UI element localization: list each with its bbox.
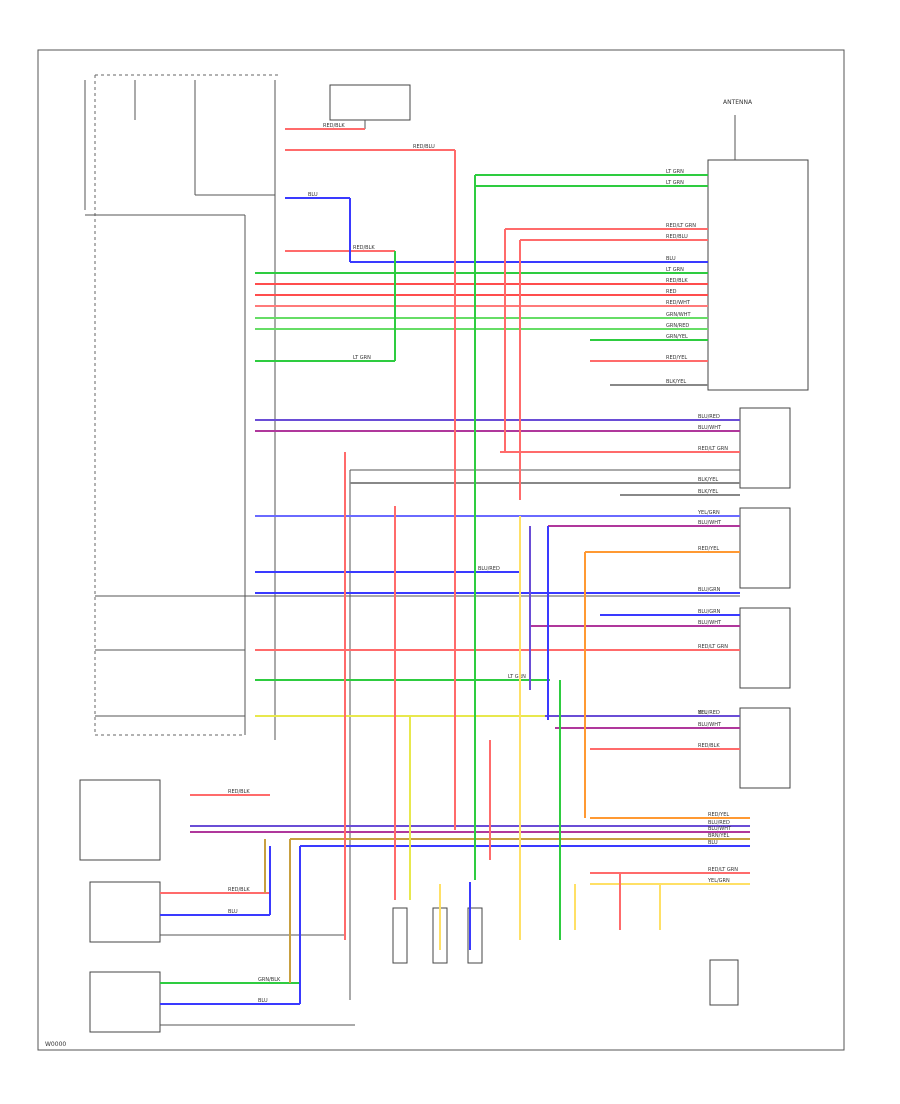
wire-h-label-18: BLK/YEL xyxy=(698,477,718,483)
antenna-label: ANTENNA xyxy=(723,99,753,106)
wire-h-label-13: RED/YEL xyxy=(666,355,687,361)
wire-h-label-33: RED/BLK xyxy=(228,789,250,795)
wire-h-label-1: LT GRN xyxy=(666,180,684,186)
wire-h-label-23: BLU/RED xyxy=(478,566,500,572)
wire-h-label-42: BLU xyxy=(228,909,238,915)
wire-h-label-40: YEL/GRN xyxy=(707,878,730,884)
wire-h-label-43: GRN/BLK xyxy=(258,977,281,983)
wire-h-label-37: BRN/YEL xyxy=(708,833,730,839)
wire-h-label-16: BLU/WHT xyxy=(698,425,722,431)
horizontal-wires: LT GRN LT GRN RED/LT GRN RED/BLU BLU LT GRN RE… xyxy=(160,123,750,1005)
wire-h-label-30: BLU/RED xyxy=(698,710,720,716)
wire-h-label-47: BLU xyxy=(308,192,318,198)
fuse-block xyxy=(84,74,280,740)
wire-h-label-22: RED/YEL xyxy=(698,546,719,552)
wire-h-label-34: RED/YEL xyxy=(708,812,729,818)
wire-h-label-5: LT GRN xyxy=(666,267,684,273)
ground-lines xyxy=(95,469,740,1000)
wire-h-label-7: RED xyxy=(666,289,677,295)
lower-left-modules xyxy=(79,779,355,1033)
wire-h-label-28: LT GRN xyxy=(508,674,526,680)
wire-h-label-9: GRN/WHT xyxy=(666,312,691,318)
wire-h-label-41: RED/BLK xyxy=(228,887,250,893)
wire-h-label-45: RED/BLK xyxy=(323,123,345,129)
wire-h-label-8: RED/WHT xyxy=(666,300,691,306)
control-module xyxy=(707,159,809,391)
wire-h-label-27: RED/LT GRN xyxy=(698,644,728,650)
wire-h-label-4: BLU xyxy=(666,256,676,262)
bottom-connectors xyxy=(392,907,739,1006)
wire-h-label-21: BLU/WHT xyxy=(698,520,722,526)
wire-h-label-46: RED/BLU xyxy=(413,144,435,150)
relay-box xyxy=(329,84,411,121)
wire-h-label-12: LT GRN xyxy=(353,355,371,361)
wire-h-label-35: BLU/RED xyxy=(708,820,730,826)
wire-h-label-48: RED/BLK xyxy=(353,245,375,251)
wire-h-label-3: RED/BLU xyxy=(666,234,688,240)
wire-h-label-25: BLU/GRN xyxy=(698,609,721,615)
diagram-frame xyxy=(37,49,845,1051)
wire-h-label-32: RED/BLK xyxy=(698,743,720,749)
wire-h-label-38: BLU xyxy=(708,840,718,846)
wire-h-label-0: LT GRN xyxy=(666,169,684,175)
wire-h-label-31: BLU/WHT xyxy=(698,722,722,728)
wire-h-label-11: GRN/YEL xyxy=(666,334,688,340)
wire-h-label-2: RED/LT GRN xyxy=(666,223,696,229)
wire-h-label-44: BLU xyxy=(258,998,268,1004)
wire-h-label-29: YEL xyxy=(697,710,707,716)
wire-h-label-36: BLU/WHT xyxy=(708,826,732,832)
wire-h-label-24: BLU/GRN xyxy=(698,587,721,593)
vertical-wires xyxy=(264,150,661,1004)
wire-h-label-10: GRN/RED xyxy=(666,323,689,329)
wire-h-label-19: BLK/YEL xyxy=(698,489,718,495)
switch-boxes xyxy=(739,407,791,789)
wire-h-label-17: RED/LT GRN xyxy=(698,446,728,452)
wire-h-label-14: BLK/YEL xyxy=(666,379,686,385)
wire-h-label-26: BLU/WHT xyxy=(698,620,722,626)
wire-h-label-39: RED/LT GRN xyxy=(708,867,738,873)
footer-code: W0000 xyxy=(45,1041,66,1048)
wire-h-label-6: RED/BLK xyxy=(666,278,688,284)
wire-h-label-15: BLU/RED xyxy=(698,414,720,420)
wire-h-label-20: YEL/GRN xyxy=(697,510,720,516)
